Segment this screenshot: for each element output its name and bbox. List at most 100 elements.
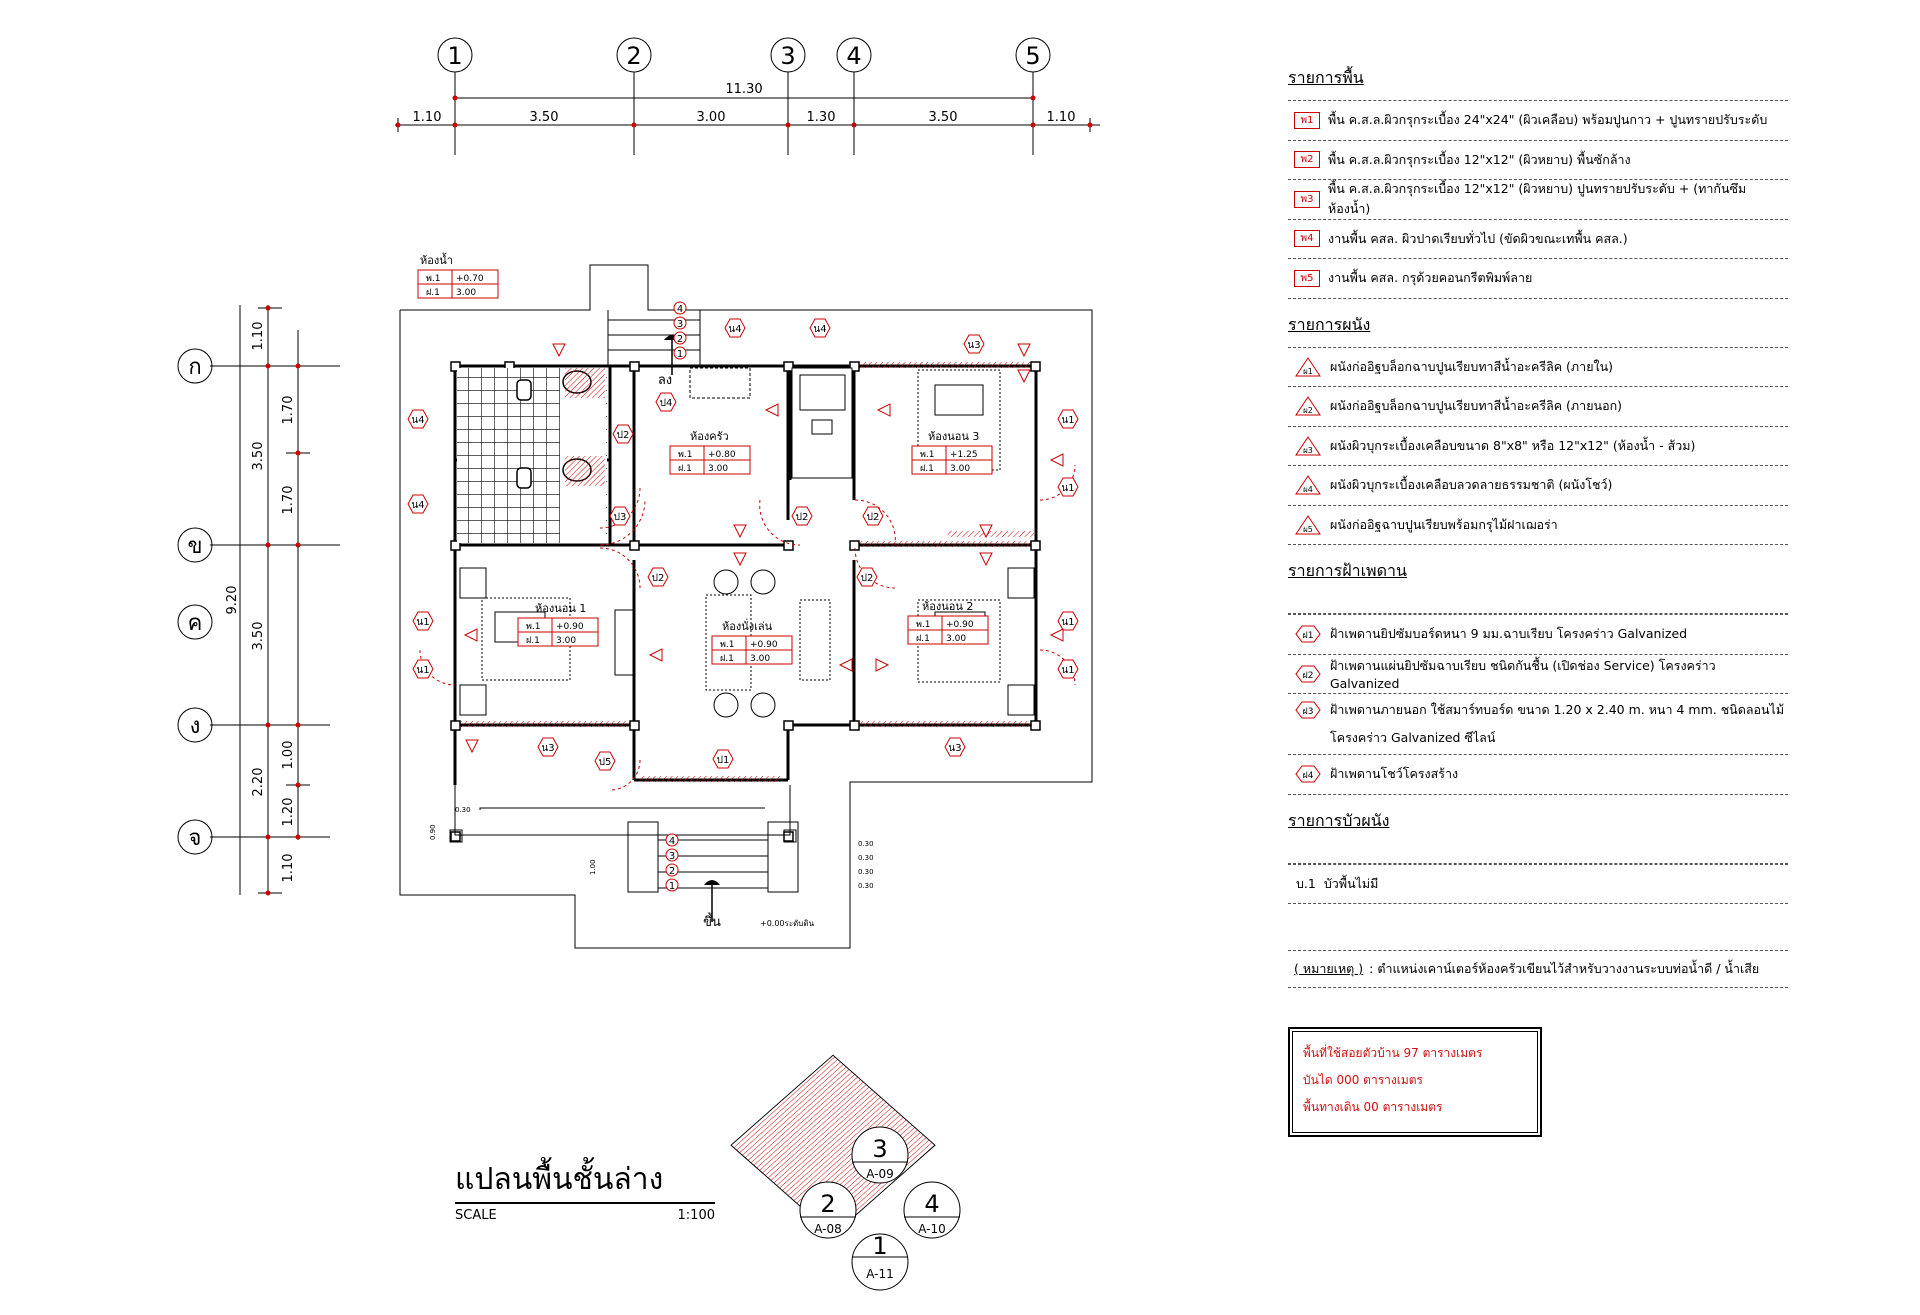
porch-dim: 0.30 <box>455 806 471 814</box>
top-grid: 1 2 3 4 5 11.30 1.10 3.50 3.00 1.30 3.50… <box>395 37 1100 155</box>
wall-text: ผนังผิวบุกระเบื้องเคลือบขนาด 8"x8" หรือ … <box>1330 437 1696 453</box>
window-tag: น3 <box>967 340 980 351</box>
window-tag: น1 <box>1061 665 1074 676</box>
svg-text:ห้องครัว: ห้องครัว <box>690 430 729 443</box>
grid-label-4: 4 <box>846 42 861 70</box>
window-tag: น4 <box>411 415 424 426</box>
wall-code: ผ5 <box>1303 525 1313 534</box>
floor-legend-title: รายการพื้น <box>1288 68 1364 87</box>
scale-label: SCALE <box>455 1208 497 1223</box>
stair-step-tag: 1 <box>669 881 675 892</box>
ceiling-legend-row: ฝ4 ฝ้าเพดานโชว์โครงสร้าง <box>1288 755 1788 795</box>
svg-text:พ.1: พ.1 <box>678 450 693 460</box>
dim-top-3: 3.00 <box>697 110 726 125</box>
grid-label-2: 2 <box>626 42 641 70</box>
dim-left-1: 1.10 <box>251 322 266 351</box>
svg-text:พ.1: พ.1 <box>426 274 441 284</box>
columns <box>450 361 1041 842</box>
svg-text:+0.80: +0.80 <box>708 450 736 460</box>
door-tag: ป2 <box>796 512 809 523</box>
ceiling-code: ฝ2 <box>1303 671 1314 681</box>
area-summary-box: พื้นที่ใช้สอยตัวบ้าน 97 ตารางเมตร บันได … <box>1288 1027 1542 1137</box>
svg-text:ฝ.1: ฝ.1 <box>920 464 934 474</box>
svg-text:3.00: 3.00 <box>456 288 476 298</box>
ground-level-label: +0.00ระดับดิน <box>760 919 815 928</box>
door-tag: ป1 <box>717 755 730 766</box>
stair-step-markers: 4 3 2 1 4 3 2 1 <box>665 301 687 892</box>
wall-triangle-icon: ผ5 <box>1295 514 1321 535</box>
room-label-bedroom-2: ห้องนอน 2 พ.1 +0.90 ฝ.1 3.00 <box>907 600 989 645</box>
dim-left-2: 3.50 <box>251 442 266 471</box>
door-tag: ป2 <box>652 573 665 584</box>
room-label-bedroom-1: ห้องนอน 1 พ.1 +0.90 ฝ.1 3.00 <box>517 602 599 647</box>
door-window-tags: ป1 ป2 ป2 ป2 ป2 ป2 ป3 ป4 ป5 น1 น1 น1 น1 น… <box>407 318 1079 771</box>
stair-step-tag: 2 <box>677 334 683 345</box>
door-tag: ป4 <box>660 398 673 409</box>
kitchen-counter <box>689 367 853 479</box>
grid-label-3: 3 <box>780 42 795 70</box>
ceiling-text-cont: โครงคร่าว Galvanized ซีไลน์ <box>1330 730 1496 745</box>
ceiling-text: ฝ้าเพดานโชว์โครงสร้าง <box>1330 766 1459 782</box>
svg-text:ห้องนอน 1: ห้องนอน 1 <box>535 602 586 615</box>
wall-legend-row: ผ4 ผนังผิวบุกระเบื้องเคลือบลวดลายธรรมชาต… <box>1288 466 1788 506</box>
grid-label-cho: จ <box>189 826 202 851</box>
wall-triangle-icon: ผ3 <box>1295 435 1321 456</box>
svg-text:พ.1: พ.1 <box>526 622 541 632</box>
dim-left-4: 2.20 <box>251 768 266 797</box>
svg-text:ฝ.1: ฝ.1 <box>720 654 734 664</box>
window-tag: น3 <box>541 743 554 754</box>
dim-top-1: 1.10 <box>413 110 442 125</box>
room-label-living: ห้องนั่งเล่น พ.1 +0.90 ฝ.1 3.00 <box>711 618 793 665</box>
grid-label-5: 5 <box>1025 42 1040 70</box>
area-line-3: พื้นทางเดิน 00 ตารางเมตร <box>1303 1100 1443 1114</box>
wall-text: ผนังก่ออิฐฉาบปูนเรียบพร้อมกรุไม้ฝาเฌอร่า <box>1330 516 1558 532</box>
dim-inner-3: 1.00 <box>281 741 296 770</box>
key-plan-left-num: 2 <box>820 1190 835 1218</box>
dim-left-3: 3.50 <box>251 622 266 651</box>
ceiling-code: ฝ4 <box>1303 771 1314 781</box>
svg-text:ห้องนอน 2: ห้องนอน 2 <box>922 600 973 613</box>
svg-text:3.00: 3.00 <box>708 464 728 474</box>
wall-hatch <box>458 362 1034 782</box>
ceiling-text: ฝ้าเพดานแผ่นยิปซัมฉาบเรียบ ชนิดกันชื้น (… <box>1329 658 1716 692</box>
svg-text:ห้องนั่งเล่น: ห้องนั่งเล่น <box>722 618 773 633</box>
stair-down-label: ลง <box>658 373 672 388</box>
wall-triangle-icon: ผ2 <box>1295 396 1321 416</box>
left-grid: ก ข ค ง จ 9.20 1.10 3.50 3.50 2.20 1.10 … <box>177 305 340 896</box>
door-tag: ป2 <box>617 430 630 441</box>
stair-step-tag: 2 <box>669 866 675 877</box>
step-dim: 0.30 <box>858 882 874 890</box>
skirting-spacer <box>1288 843 1788 864</box>
scale-value: 1:100 <box>677 1208 715 1223</box>
door-tag: ป5 <box>599 757 612 768</box>
wall-legend-row: ผ3 ผนังผิวบุกระเบื้องเคลือบขนาด 8"x8" หร… <box>1288 427 1788 466</box>
dim-top-5: 3.50 <box>929 110 958 125</box>
wall-triangle-icon: ผ4 <box>1295 475 1321 495</box>
ceiling-legend-row: ฝ3 ฝ้าเพดานภายนอก ใช้สมาร์ทบอร์ด ขนาด 1.… <box>1288 694 1788 755</box>
wall-code: ผ1 <box>1303 367 1313 376</box>
window-tag: น3 <box>948 743 961 754</box>
ceiling-legend-title: รายการฝ้าเพดาน <box>1288 561 1407 580</box>
svg-text:3.00: 3.00 <box>950 464 970 474</box>
svg-text:+0.70: +0.70 <box>456 274 484 284</box>
window-tag: น4 <box>728 324 741 335</box>
svg-text:3.00: 3.00 <box>946 634 966 644</box>
stair-step-tag: 3 <box>677 319 683 330</box>
dim-top-4: 1.30 <box>807 110 836 125</box>
grid-label-ngo: ง <box>190 714 201 739</box>
wall-triangle-icon: ผ1 <box>1295 356 1321 377</box>
overall-width: 11.30 <box>725 82 762 97</box>
drawing-title: แปลนพื้นชั้นล่าง <box>455 1160 715 1204</box>
door-tag: ป3 <box>614 512 627 523</box>
stair-arrows <box>664 335 720 885</box>
porch-dim: 0.90 <box>429 824 437 840</box>
area-line-1: พื้นที่ใช้สอยตัวบ้าน 97 ตารางเมตร <box>1303 1046 1483 1060</box>
skirting-text: บัวพื้นไม่มี <box>1323 875 1379 891</box>
note-label: ( หมายเหตุ ) <box>1294 961 1364 976</box>
drawing-title-block: แปลนพื้นชั้นล่าง SCALE 1:100 <box>455 1160 715 1223</box>
dim-top-6: 1.10 <box>1047 110 1076 125</box>
ceiling-text: ฝ้าเพดานยิปซัมบอร์ดหนา 9 มม.ฉาบเรียบ โคร… <box>1330 626 1688 642</box>
stair-up-label: ขึ้น <box>703 912 721 930</box>
